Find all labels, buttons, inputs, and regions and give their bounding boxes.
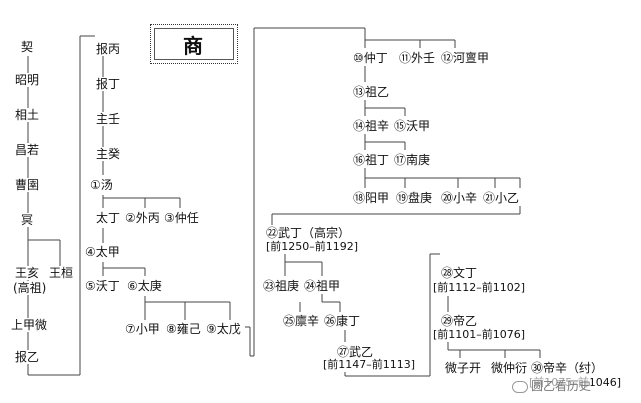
node-zuding: ⑯祖丁 — [352, 153, 391, 167]
node-wending: ㉘文丁 — [440, 266, 479, 280]
node-wojia: ⑮沃甲 — [393, 119, 432, 133]
watermark: 圆乙看历史 — [512, 377, 592, 394]
node-woding: ⑤沃丁 — [84, 279, 121, 293]
node-weizhongyan: 微仲衍 — [490, 361, 529, 375]
node-zhaoming: 昭明 — [14, 73, 41, 87]
node-weiziqi: 微子开 — [444, 361, 483, 375]
node-zujia: ㉔祖甲 — [303, 279, 342, 293]
watermark-text: 圆乙看历史 — [531, 379, 592, 393]
node-wending-years: [前1112–前1102] — [432, 281, 527, 295]
node-hedanjia: ⑫河亶甲 — [440, 51, 491, 65]
node-yongji: ⑧雍己 — [165, 322, 202, 336]
node-tang: ①汤 — [89, 178, 114, 192]
node-wuyi-years: [前1147–前1113] — [322, 358, 417, 372]
node-diyi-years: [前1101–前1076] — [432, 328, 527, 342]
node-taijia: ④太甲 — [84, 245, 121, 259]
node-pangeng: ⑲盘庚 — [395, 191, 434, 205]
node-wuding: ㉒武丁（高宗） — [265, 226, 352, 240]
node-wanghai: 王亥 — [14, 266, 41, 280]
node-xiaojia: ⑦小甲 — [124, 322, 161, 336]
node-diyi: ㉙帝乙 — [440, 314, 479, 328]
node-zhongren: ③仲任 — [163, 211, 200, 225]
node-baoding: 报丁 — [95, 77, 122, 91]
dynasty-title-box: 商 — [150, 24, 238, 64]
watermark-logo-icon — [512, 380, 528, 393]
node-xiaoyi: ㉑小乙 — [482, 191, 521, 205]
node-gaozu-note: (高祖) — [12, 281, 48, 295]
node-wairen: ⑪外壬 — [398, 51, 437, 65]
node-kangding: ㉖康丁 — [323, 314, 362, 328]
node-wuyi: ㉗武乙 — [336, 345, 375, 359]
node-caoyu: 曹圉 — [14, 178, 41, 192]
node-xiaoxin: ⑳小辛 — [440, 191, 479, 205]
node-wangheng: 王桓 — [48, 266, 75, 280]
dynasty-title: 商 — [183, 33, 205, 58]
node-zhugui: 主癸 — [95, 147, 122, 161]
node-qi: 契 — [20, 40, 35, 54]
node-zuyi: ⑬祖乙 — [352, 85, 391, 99]
node-zugeng: ㉓祖庚 — [262, 279, 301, 293]
node-zhongding: ⑩仲丁 — [352, 51, 389, 65]
node-dixin: ㉚帝辛（纣） — [530, 361, 605, 375]
node-baoyi: 报乙 — [14, 350, 41, 364]
node-zhuren: 主壬 — [95, 112, 122, 126]
node-xiangtu: 相土 — [14, 108, 41, 122]
node-ming: 冥 — [20, 213, 35, 227]
node-baobing: 报丙 — [95, 42, 122, 56]
node-wuding-years: [前1250–前1192] — [265, 240, 360, 254]
node-yangjia: ⑱阳甲 — [352, 191, 391, 205]
node-shangjiawei: 上甲微 — [10, 318, 49, 332]
node-nangeng: ⑰南庚 — [393, 153, 432, 167]
node-zuxin: ⑭祖辛 — [352, 119, 391, 133]
node-taigeng: ⑥太庚 — [126, 279, 163, 293]
node-linxin: ㉕廪辛 — [282, 314, 321, 328]
node-taiding: 太丁 — [95, 211, 122, 225]
node-changruo: 昌若 — [14, 143, 41, 157]
node-taiwu: ⑨太戊 — [205, 322, 242, 336]
node-waibing: ②外丙 — [124, 211, 161, 225]
